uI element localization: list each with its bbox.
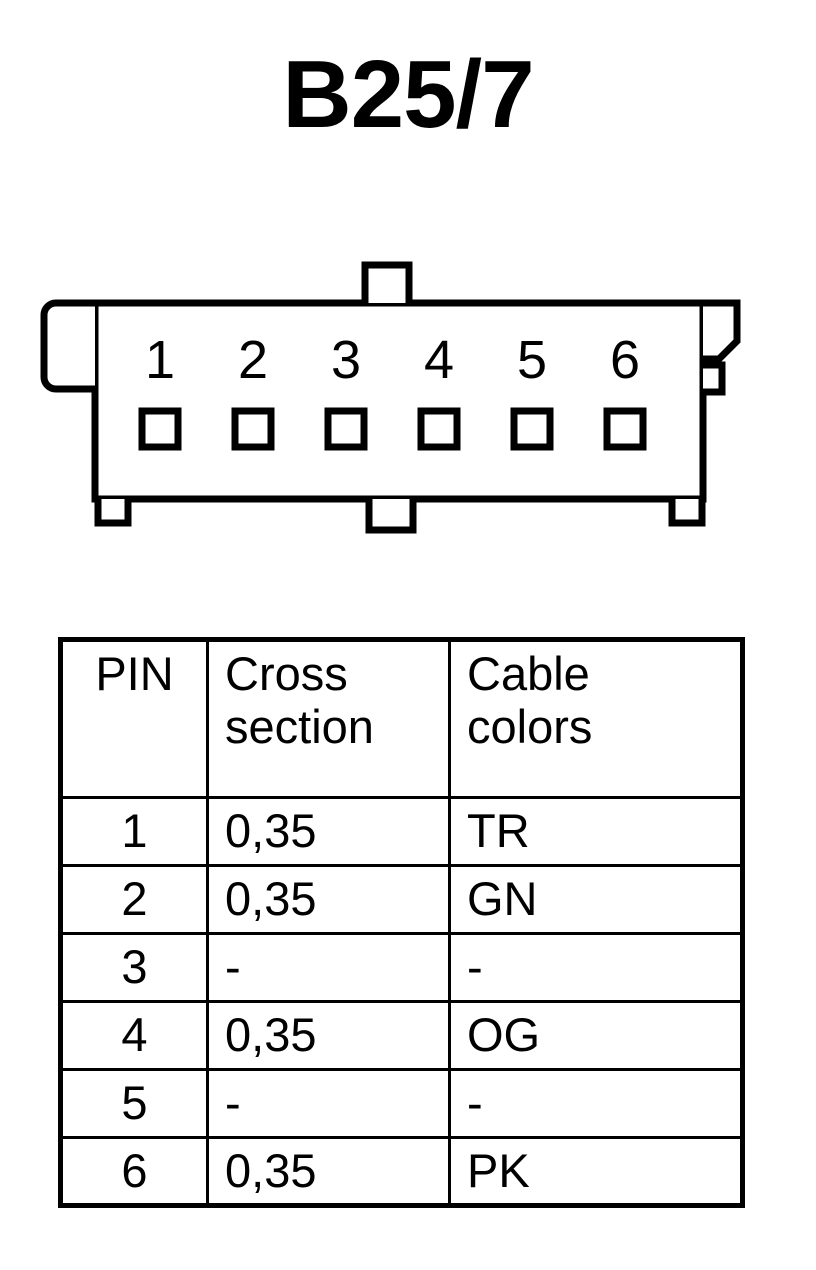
pin-assignment-table: PIN Cross section Cable colors 1 0,35 TR…	[58, 637, 745, 1208]
pin-cavity-4	[417, 407, 461, 451]
table-header-row: PIN Cross section Cable colors	[59, 638, 744, 799]
pin-number-3: 3	[331, 330, 361, 390]
page-title: B25/7	[282, 41, 534, 148]
column-header-cable-colors: Cable colors	[448, 638, 744, 799]
column-header-cross-section: Cross section	[206, 638, 451, 799]
cell-cable-color: TR	[448, 796, 744, 867]
column-header-cross-section-line1: Cross	[225, 647, 348, 700]
column-header-pin: PIN	[59, 638, 209, 799]
table-header: PIN Cross section Cable colors	[59, 638, 744, 799]
cell-cross-section: -	[206, 1068, 451, 1139]
table-row: 4 0,35 OG	[59, 1000, 744, 1071]
table-row: 2 0,35 GN	[59, 864, 744, 935]
cell-pin: 1	[59, 796, 209, 867]
pin-number-2: 2	[238, 330, 268, 390]
cell-cable-color: -	[448, 932, 744, 1003]
pin-number-4: 4	[424, 330, 454, 390]
cell-cross-section: 0,35	[206, 796, 451, 867]
cell-cable-color: PK	[448, 1136, 744, 1207]
bottom-right-foot	[668, 499, 706, 527]
right-keying-tab	[703, 299, 741, 363]
cell-cross-section: -	[206, 932, 451, 1003]
cell-cross-section: 0,35	[206, 1136, 451, 1207]
left-keying-tab	[40, 299, 95, 393]
pin-cavity-3	[324, 407, 368, 451]
column-header-cross-section-line2: section	[225, 699, 374, 753]
table-row: 1 0,35 TR	[59, 796, 744, 867]
pin-cavity-1	[138, 407, 182, 451]
table-row: 5 - -	[59, 1068, 744, 1139]
connector-body	[91, 299, 707, 503]
cell-cable-color: GN	[448, 864, 744, 935]
table-row: 6 0,35 PK	[59, 1136, 744, 1207]
cell-pin: 3	[59, 932, 209, 1003]
column-header-cable-colors-line1: Cable	[467, 647, 590, 700]
bottom-center-tab	[365, 499, 417, 534]
column-header-cable-colors-line2: colors	[467, 699, 593, 753]
table-body: 1 0,35 TR 2 0,35 GN 3 - - 4 0,35 OG 5 - …	[59, 796, 744, 1207]
cell-cross-section: 0,35	[206, 864, 451, 935]
cell-pin: 6	[59, 1136, 209, 1207]
top-latch-tab	[361, 261, 413, 303]
cell-pin: 4	[59, 1000, 209, 1071]
pin-cavity-2	[231, 407, 275, 451]
pin-cavity-5	[510, 407, 554, 451]
pin-cavity-6	[603, 407, 647, 451]
cell-pin: 2	[59, 864, 209, 935]
cell-cable-color: OG	[448, 1000, 744, 1071]
connector-diagram: 1 2 3 4 5 6	[32, 255, 752, 545]
right-notch	[703, 361, 726, 396]
connector-drawing: 1 2 3 4 5 6	[40, 261, 741, 534]
pin-number-1: 1	[145, 330, 175, 390]
cell-cable-color: -	[448, 1068, 744, 1139]
pin-number-5: 5	[517, 330, 547, 390]
table-row: 3 - -	[59, 932, 744, 1003]
pin-number-6: 6	[610, 330, 640, 390]
cell-pin: 5	[59, 1068, 209, 1139]
cell-cross-section: 0,35	[206, 1000, 451, 1071]
bottom-left-foot	[94, 499, 132, 527]
